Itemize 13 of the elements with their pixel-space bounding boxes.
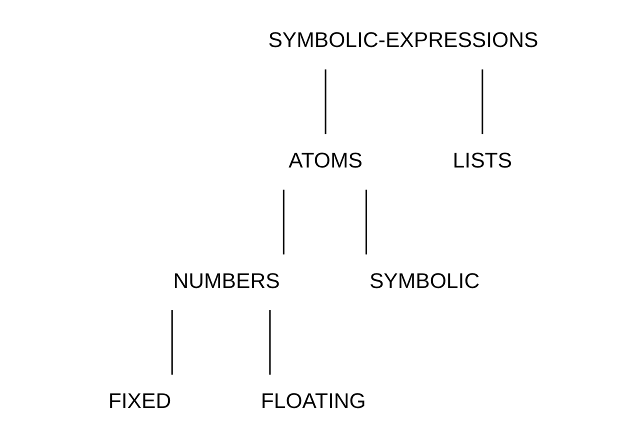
node-text: LISTS: [452, 148, 512, 172]
node-text: FLOATING: [260, 389, 366, 414]
node-text: FIXED: [108, 389, 171, 414]
connector: [282, 190, 284, 254]
node-text: NUMBERS: [172, 268, 280, 293]
connector: [365, 190, 367, 254]
connector: [324, 69, 326, 134]
connector: [268, 310, 270, 375]
connector: [481, 69, 483, 134]
node-text: SYMBOLIC: [368, 268, 480, 293]
node-text: ATOMS: [288, 148, 362, 172]
node-text: SYMBOLIC-EXPRESSIONS: [268, 28, 538, 52]
connector: [170, 310, 172, 375]
